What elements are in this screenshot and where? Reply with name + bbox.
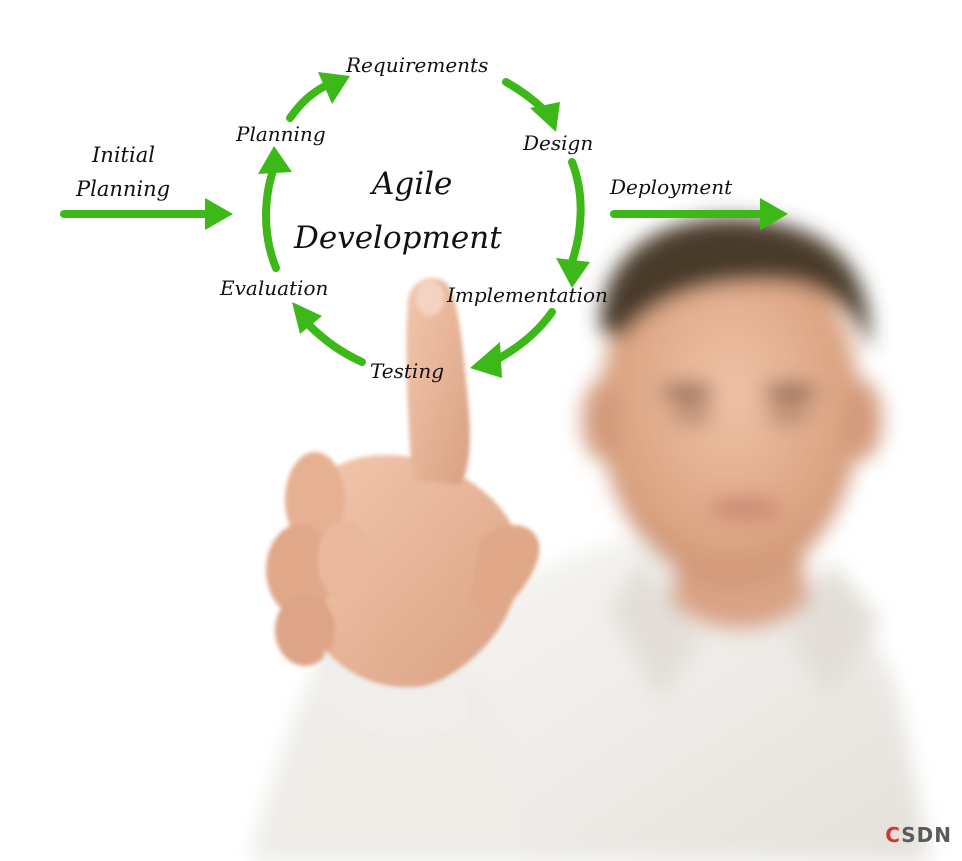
pointing-hand (266, 278, 540, 737)
diagram-title-line2: Development (293, 220, 502, 256)
arrow-design-implementation (556, 158, 590, 288)
requirements-label: Requirements (345, 53, 488, 77)
evaluation-label: Evaluation (219, 276, 328, 300)
arrow-initial-in (60, 198, 233, 230)
planning-label: Planning (235, 122, 326, 146)
csdn-watermark: CSDN (885, 823, 952, 847)
watermark-c: C (885, 823, 902, 847)
arrow-planning-requirements (286, 72, 350, 122)
design-label: Design (522, 131, 593, 155)
cycle-labels: Initial Planning Planning Requirements D… (75, 53, 733, 383)
initial-planning-label-line1: Initial (91, 143, 155, 167)
implementation-label: Implementation (446, 283, 608, 307)
arrow-deployment-out (610, 198, 788, 230)
watermark-rest: SDN (901, 823, 952, 847)
arrow-testing-evaluation (292, 302, 366, 366)
testing-label: Testing (370, 359, 444, 383)
arrow-requirements-design (502, 78, 560, 132)
deployment-label: Deployment (609, 175, 733, 199)
person-photo (250, 217, 930, 861)
arrow-evaluation-planning (258, 146, 292, 272)
diagram-title-line1: Agile (369, 166, 452, 202)
initial-planning-label-line2: Planning (75, 177, 170, 201)
arrow-implementation-testing (470, 308, 556, 378)
cycle-arrows (60, 72, 788, 378)
